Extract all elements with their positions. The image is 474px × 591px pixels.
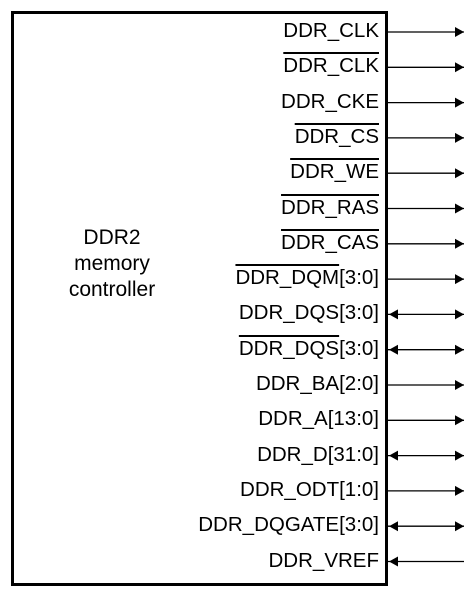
signal-label: DDR_CKE — [281, 90, 379, 114]
signal-label: DDR_WE — [290, 160, 379, 184]
signal-label: DDR_CS — [295, 125, 379, 149]
arrowhead — [455, 168, 464, 179]
signal-label: DDR_A[13:0] — [258, 407, 379, 431]
signal-name-active-low: DDR_DQS — [238, 336, 340, 360]
signal-label: DDR_DQGATE[3:0] — [198, 513, 379, 537]
arrowhead — [389, 309, 398, 320]
signal-name-active-low: DDR_WE — [290, 160, 379, 184]
signal-label: DDR_DQS[3:0] — [239, 301, 379, 325]
signal-name-active-low: DDR_DQM — [235, 266, 340, 290]
signal-label: DDR_BA[2:0] — [256, 372, 379, 396]
signal-name: DDR_CKE — [281, 89, 379, 113]
signal-name-active-low: DDR_CAS — [281, 230, 379, 254]
signal-label: DDR_CAS — [281, 231, 379, 255]
arrowhead — [455, 97, 464, 108]
arrowhead — [389, 521, 398, 532]
arrowhead — [455, 344, 464, 355]
signal-label: DDR_DQM[3:0] — [235, 266, 379, 290]
signal-label: DDR_ODT[1:0] — [240, 478, 379, 502]
signal-name: DDR_A[13:0] — [258, 407, 379, 431]
signal-name: DDR_CLK — [283, 19, 379, 42]
arrowhead — [455, 521, 464, 532]
block-title-line-1: DDR2 — [83, 226, 141, 249]
arrowhead — [455, 485, 464, 496]
signal-name-suffix: [3:0] — [339, 266, 379, 290]
arrowhead — [455, 203, 464, 214]
signal-name: DDR_DQS[3:0] — [238, 301, 379, 325]
block-title: DDR2 memory controller — [32, 225, 192, 303]
arrowhead — [455, 27, 464, 37]
arrowhead — [389, 450, 398, 461]
arrowhead — [389, 556, 398, 567]
signal-name: DDR_BA[2:0] — [255, 372, 379, 395]
signal-name-active-low: DDR_CLK — [283, 54, 379, 78]
arrowhead — [455, 274, 464, 285]
arrowhead — [455, 450, 464, 461]
arrowhead — [455, 62, 464, 73]
arrowhead — [455, 238, 464, 249]
signal-name: DDR_VREF — [268, 548, 380, 572]
block-title-line-3: controller — [68, 278, 156, 301]
block-title-line-2: memory — [74, 252, 150, 275]
signal-label: DDR_D[31:0] — [257, 443, 379, 467]
arrowhead — [389, 344, 398, 355]
signal-name: DDR_ODT[1:0] — [240, 477, 379, 501]
signal-label: DDR_RAS — [281, 196, 379, 220]
arrowhead — [455, 380, 464, 390]
signal-label: DDR_CLK — [283, 54, 379, 78]
signal-label: DDR_DQS[3:0] — [239, 337, 379, 361]
arrowhead — [455, 132, 464, 143]
signal-name-active-low: DDR_RAS — [281, 195, 379, 219]
ddr2-controller-block — [11, 11, 388, 586]
signal-label: DDR_CLK — [283, 19, 379, 43]
arrowhead — [455, 415, 464, 426]
signal-name: DDR_DQGATE[3:0] — [198, 513, 379, 537]
signal-name-suffix: [3:0] — [339, 336, 379, 360]
signal-name-active-low: DDR_CS — [294, 124, 379, 148]
arrowhead — [455, 309, 464, 320]
signal-name: DDR_D[31:0] — [257, 442, 379, 466]
signal-label: DDR_VREF — [269, 549, 380, 573]
